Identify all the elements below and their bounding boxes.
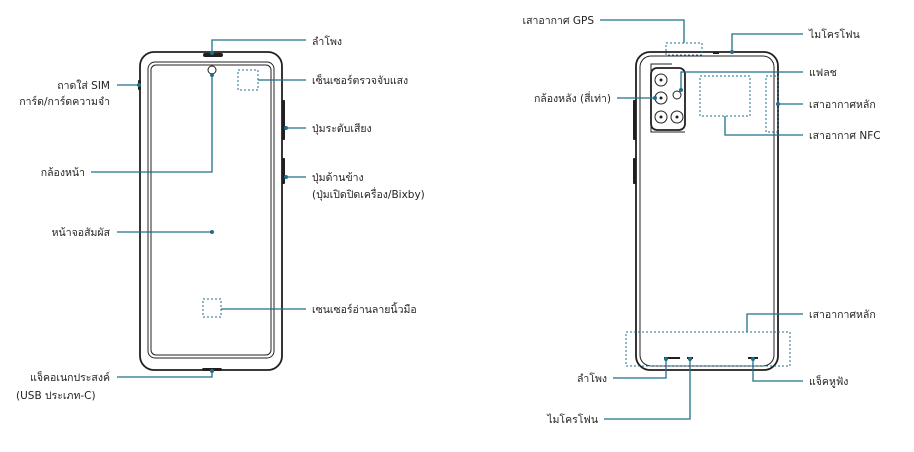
rear-lens-1	[654, 73, 668, 87]
flash-label: แฟลช	[809, 67, 837, 79]
earphone-jack-leader	[752, 359, 803, 382]
bottom-antenna-area	[625, 331, 791, 367]
back-phone-body	[635, 51, 779, 371]
top-mic-leader	[731, 33, 803, 52]
nfc-antenna-area	[699, 75, 751, 117]
volume-key-shape	[282, 100, 285, 140]
gps-antenna-area	[665, 42, 703, 56]
front-speaker-label: ลำโพง	[312, 35, 342, 48]
back-side-key-shape	[633, 158, 636, 184]
front-view: ลำโพง เซ็นเซอร์ตรวจจับแสง ถาดใส่ SIM การ…	[16, 35, 425, 402]
front-phone-body	[139, 51, 283, 371]
back-speaker-label: ลำโพง	[577, 372, 607, 385]
front-speaker-leader	[211, 39, 306, 53]
front-camera-leader	[91, 75, 213, 173]
earphone-jack-label: แจ็คหูฟัง	[809, 374, 848, 388]
main-antenna-bottom-label: เสาอากาศหลัก	[809, 309, 876, 321]
sim-tray-label-2: การ์ด/การ์ดความจำ	[19, 95, 110, 108]
front-camera-hole	[207, 65, 217, 75]
nfc-antenna-leader	[724, 116, 803, 136]
sim-tray-label-1: ถาดใส่ SIM	[57, 79, 110, 92]
front-screen-outline	[147, 61, 275, 359]
back-speaker-leader	[613, 359, 667, 379]
rear-lens-3-core	[659, 115, 663, 119]
side-key-shape	[282, 158, 285, 184]
side-key-label-2: (ปุ่มเปิดปิดเครื่อง/Bixby)	[312, 187, 425, 201]
bottom-speaker-shape	[664, 357, 680, 359]
rear-lens-3	[654, 110, 668, 124]
light-sensor-label: เซ็นเซอร์ตรวจจับแสง	[312, 73, 408, 87]
rear-lens-4-core	[675, 115, 679, 119]
usb-jack-label-2: (USB ประเภท-C)	[16, 390, 96, 402]
gps-antenna-leader	[600, 19, 685, 43]
bottom-mic-label: ไมโครโฟน	[546, 413, 598, 426]
usb-jack-leader	[117, 371, 213, 378]
rear-lens-4	[670, 110, 684, 124]
usb-jack-label-1: แจ็คอเนกประสงค์	[30, 370, 110, 384]
touchscreen-label: หน้าจอสัมผัส	[52, 227, 111, 239]
front-earpiece	[203, 53, 223, 57]
rear-flash-shape	[672, 90, 682, 100]
flash-leader	[680, 71, 803, 90]
back-view: เสาอากาศ GPS ไมโครโฟน แฟลช กล้องหลัง (สี…	[523, 15, 881, 426]
rear-lens-1-core	[659, 78, 663, 82]
front-camera-label: กล้องหน้า	[41, 167, 85, 179]
volume-key-label: ปุ่มระดับเสียง	[312, 122, 372, 135]
fingerprint-area	[202, 298, 222, 318]
main-antenna-bottom-leader	[746, 313, 803, 332]
rear-camera-bracket	[650, 63, 685, 133]
bottom-mic-leader	[604, 359, 691, 420]
rear-camera-module	[650, 67, 686, 131]
back-phone-inner	[639, 55, 775, 367]
back-volume-key-shape	[633, 100, 636, 140]
main-antenna-top-label: เสาอากาศหลัก	[809, 99, 876, 111]
side-key-label-1: ปุ่มด้านข้าง	[312, 172, 364, 184]
gps-antenna-label: เสาอากาศ GPS	[523, 15, 595, 27]
rear-lens-2-core	[659, 96, 663, 100]
top-mic-label: ไมโครโฟน	[808, 28, 860, 41]
light-sensor-area	[237, 69, 259, 91]
nfc-antenna-label: เสาอากาศ NFC	[809, 130, 881, 142]
fingerprint-label: เซนเซอร์อ่านลายนิ้วมือ	[312, 302, 417, 316]
front-screen-inner	[150, 64, 272, 356]
back-top-mic-shape	[713, 52, 719, 54]
rear-camera-label: กล้องหลัง (สี่เท่า)	[534, 91, 611, 105]
